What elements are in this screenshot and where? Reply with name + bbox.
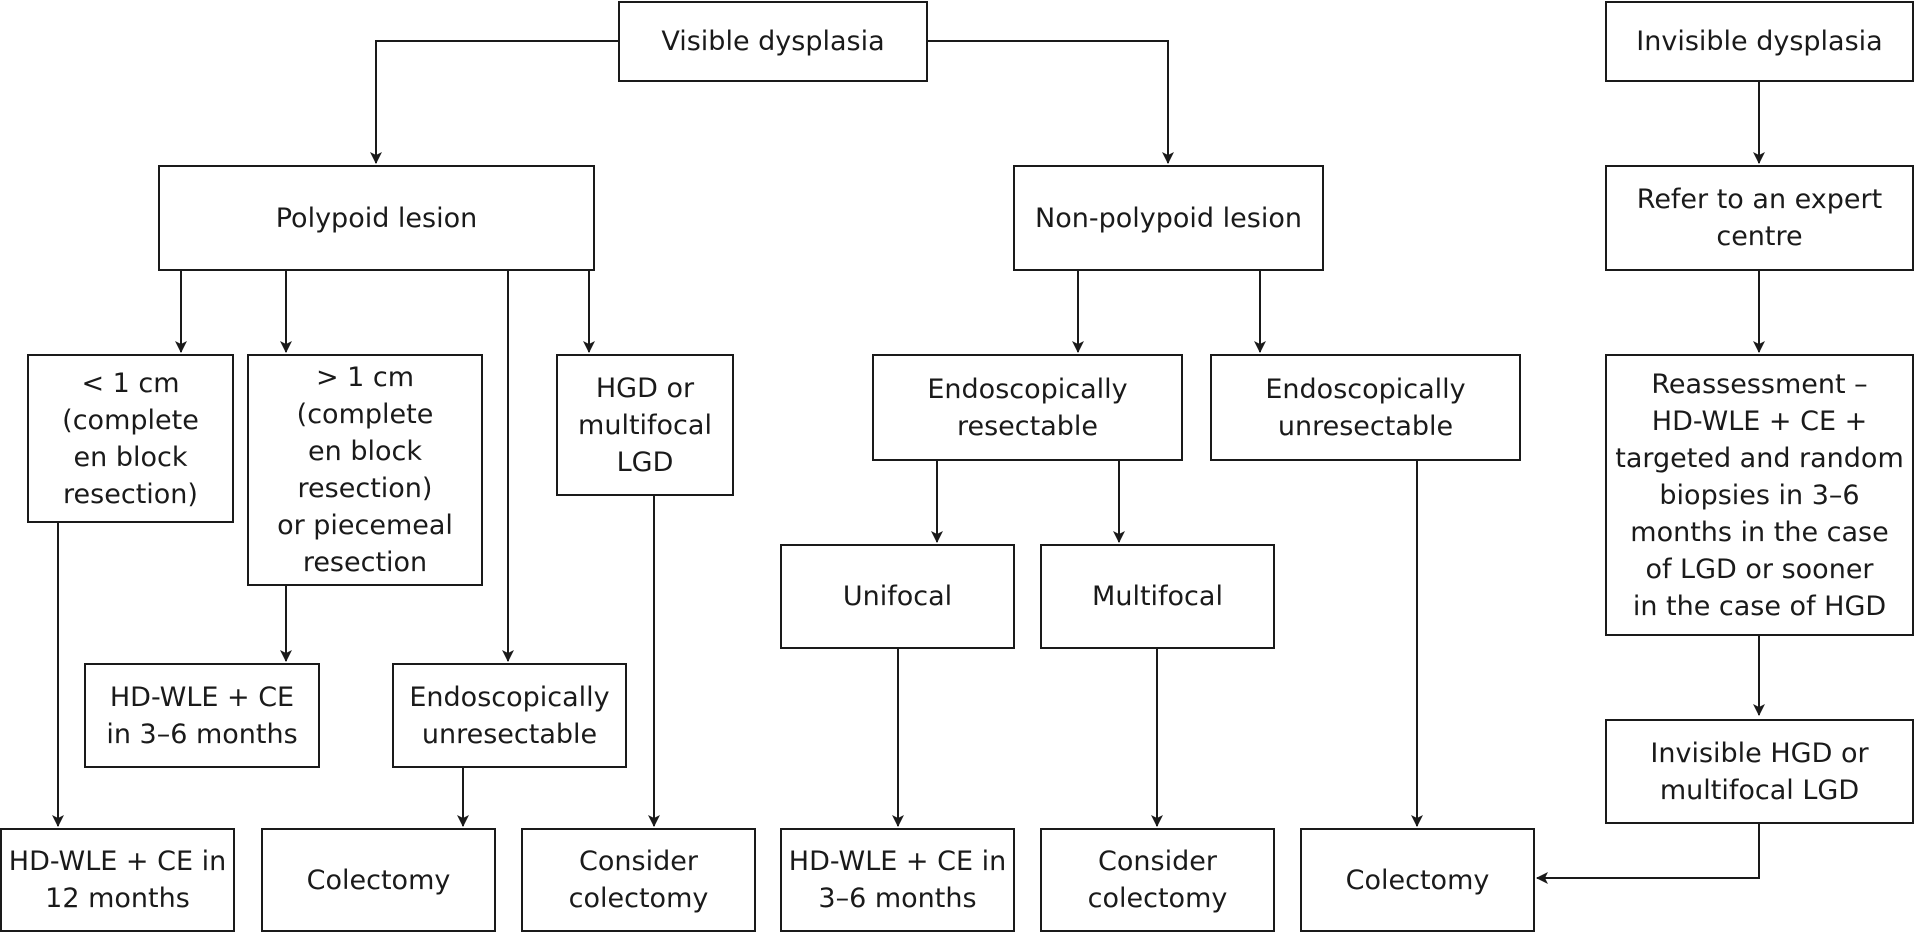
arrow-invisiblehgd-to-colectomy [1536,823,1760,884]
node-visible-dysplasia: Visible dysplasia [618,1,928,82]
node-invisible-hgd-or-multifocal-lgd: Invisible HGD or multifocal LGD [1605,719,1914,824]
node-hdwle-ce-3-6-months-nonpolypoid: HD-WLE + CE in 3–6 months [780,828,1015,932]
node-refer-expert-centre: Refer to an expert centre [1605,165,1914,271]
node-polypoid-lesion: Polypoid lesion [158,165,595,271]
node-hdwle-ce-3-6-months-polypoid: HD-WLE + CE in 3–6 months [84,663,320,768]
node-reassessment: Reassessment – HD-WLE + CE + targeted an… [1605,354,1914,636]
node-invisible-dysplasia: Invisible dysplasia [1605,1,1914,82]
node-lesion-under-1cm: < 1 cm (complete en block resection) [27,354,234,523]
node-hgd-or-multifocal-lgd: HGD or multifocal LGD [556,354,734,496]
node-lesion-over-1cm: > 1 cm (complete en block resection) or … [247,354,483,586]
node-consider-colectomy-nonpolypoid: Consider colectomy [1040,828,1275,932]
node-non-polypoid-lesion: Non-polypoid lesion [1013,165,1324,271]
node-consider-colectomy-polypoid: Consider colectomy [521,828,756,932]
node-endoscopically-unresectable-polypoid: Endoscopically unresectable [392,663,627,768]
node-hdwle-ce-12-months: HD-WLE + CE in 12 months [0,828,235,932]
node-multifocal: Multifocal [1040,544,1275,649]
node-colectomy-polypoid: Colectomy [261,828,496,932]
node-endoscopically-unresectable-nonpolypoid: Endoscopically unresectable [1210,354,1521,461]
arrow-visible-to-nonpolypoid [927,40,1174,164]
node-endoscopically-resectable: Endoscopically resectable [872,354,1183,461]
node-unifocal: Unifocal [780,544,1015,649]
arrow-visible-to-polypoid [370,40,618,164]
node-colectomy-final: Colectomy [1300,828,1535,932]
